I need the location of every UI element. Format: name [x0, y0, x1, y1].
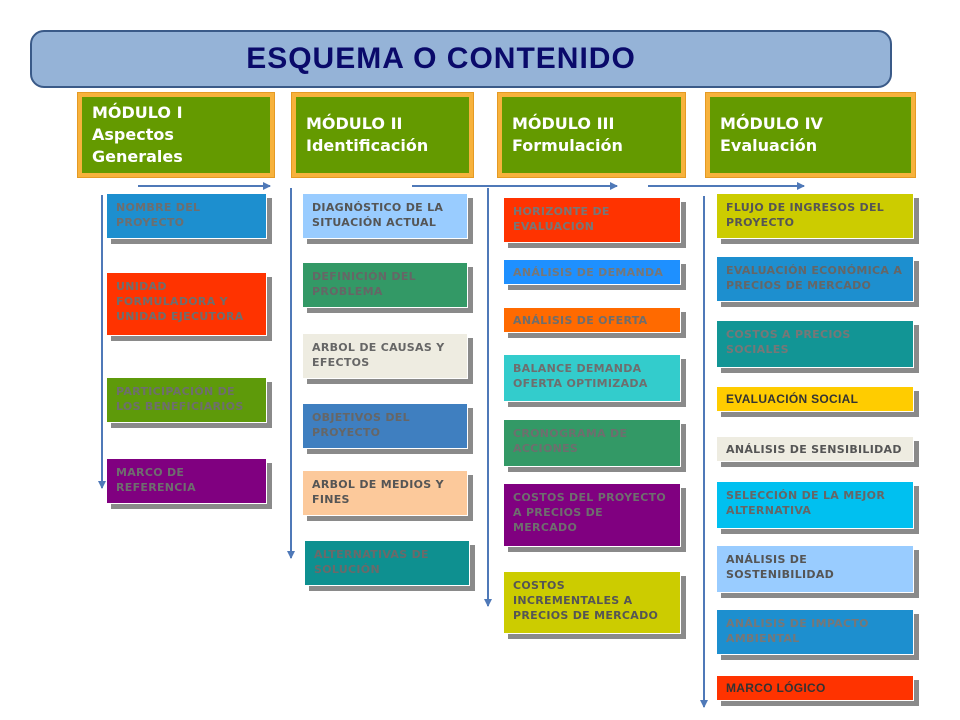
step-marco-logico[interactable]: MARCO LÓGICO [716, 675, 914, 701]
module-2-header[interactable]: MÓDULO II Identificación [291, 92, 474, 178]
step-label: ANÁLISIS DE IMPACTO AMBIENTAL [726, 617, 869, 645]
step-nombre-del-proyecto[interactable]: NOMBRE DEL PROYECTO [106, 193, 267, 239]
step-label: ANÁLISIS DE DEMANDA [513, 265, 664, 279]
step-balance-demanda-oferta[interactable]: BALANCE DEMANDA OFERTA OPTIMIZADA [503, 354, 681, 402]
step-label: PARTICIPACIÓN DE LOS BENEFICIARIOS [116, 385, 244, 413]
step-marco-de-referencia[interactable]: MARCO DE REFERENCIA [106, 458, 267, 504]
step-label: HORIZONTE DE EVALUACIÓN [513, 205, 610, 233]
step-label: ANÁLISIS DE SOSTENIBILIDAD [726, 553, 835, 581]
step-objetivos-del-proyecto[interactable]: OBJETIVOS DEL PROYECTO [302, 403, 468, 449]
step-analisis-de-sostenibilidad[interactable]: ANÁLISIS DE SOSTENIBILIDAD [716, 545, 914, 593]
step-label: OBJETIVOS DEL PROYECTO [312, 411, 410, 439]
module-2-code: MÓDULO II [306, 114, 403, 133]
step-label: DEFINICIÓN DEL PROBLEMA [312, 270, 416, 298]
module-4-name: Evaluación [720, 136, 818, 155]
page-title: ESQUEMA O CONTENIDO [246, 42, 636, 75]
step-participacion-beneficiarios[interactable]: PARTICIPACIÓN DE LOS BENEFICIARIOS [106, 377, 267, 423]
step-label: COSTOS INCREMENTALES A PRECIOS DE MERCAD… [513, 579, 659, 622]
step-label: FLUJO DE INGRESOS DEL PROYECTO [726, 201, 885, 229]
step-label: CRONOGRAMA DE ACCIONES [513, 427, 628, 455]
module-2-name: Identificación [306, 136, 429, 155]
step-label: COSTOS A PRECIOS SOCIALES [726, 328, 851, 356]
step-seleccion-mejor-alternativa[interactable]: SELECCIÓN DE LA MEJOR ALTERNATIVA [716, 481, 914, 529]
step-unidad-formuladora[interactable]: UNIDAD FORMULADORA Y UNIDAD EJECUTORA [106, 272, 267, 336]
step-diagnostico-situacion-actual[interactable]: DIAGNÓSTICO DE LA SITUACIÓN ACTUAL [302, 193, 468, 239]
module-3-code: MÓDULO III [512, 114, 615, 133]
step-alternativas-de-solucion[interactable]: ALTERNATIVAS DE SOLUCIÓN [304, 540, 470, 586]
module-1-name-line2: Generales [92, 147, 183, 166]
step-label: ANÁLISIS DE SENSIBILIDAD [726, 442, 902, 456]
step-analisis-impacto-ambiental[interactable]: ANÁLISIS DE IMPACTO AMBIENTAL [716, 609, 914, 655]
step-label: MARCO DE REFERENCIA [116, 466, 196, 494]
step-definicion-del-problema[interactable]: DEFINICIÓN DEL PROBLEMA [302, 262, 468, 308]
step-analisis-de-demanda[interactable]: ANÁLISIS DE DEMANDA [503, 259, 681, 285]
step-label: MARCO LÓGICO [726, 680, 826, 695]
step-label: EVALUACIÓN ECONÓMICA A PRECIOS DE MERCAD… [726, 264, 903, 292]
module-3-name: Formulación [512, 136, 623, 155]
step-arbol-causas-efectos[interactable]: ARBOL DE CAUSAS Y EFECTOS [302, 333, 468, 379]
step-label: COSTOS DEL PROYECTO A PRECIOS DE MERCADO [513, 491, 667, 534]
step-label: ANÁLISIS DE OFERTA [513, 313, 648, 327]
step-costos-precios-sociales[interactable]: COSTOS A PRECIOS SOCIALES [716, 320, 914, 368]
step-label: ARBOL DE MEDIOS Y FINES [312, 478, 444, 506]
step-flujo-de-ingresos[interactable]: FLUJO DE INGRESOS DEL PROYECTO [716, 193, 914, 239]
step-analisis-de-oferta[interactable]: ANÁLISIS DE OFERTA [503, 307, 681, 333]
step-label: ARBOL DE CAUSAS Y EFECTOS [312, 341, 445, 369]
title-bar: ESQUEMA O CONTENIDO [30, 30, 892, 88]
module-1-code: MÓDULO I [92, 103, 183, 122]
step-label: UNIDAD FORMULADORA Y UNIDAD EJECUTORA [116, 280, 244, 323]
step-costos-incrementales[interactable]: COSTOS INCREMENTALES A PRECIOS DE MERCAD… [503, 571, 681, 634]
module-1-header[interactable]: MÓDULO I Aspectos Generales [77, 92, 275, 178]
module-4-code: MÓDULO IV [720, 114, 823, 133]
module-4-header[interactable]: MÓDULO IV Evaluación [705, 92, 916, 178]
step-label: SELECCIÓN DE LA MEJOR ALTERNATIVA [726, 489, 886, 517]
step-cronograma-de-acciones[interactable]: CRONOGRAMA DE ACCIONES [503, 419, 681, 467]
step-evaluacion-economica[interactable]: EVALUACIÓN ECONÓMICA A PRECIOS DE MERCAD… [716, 256, 914, 302]
step-analisis-de-sensibilidad[interactable]: ANÁLISIS DE SENSIBILIDAD [716, 436, 914, 462]
step-label: EVALUACIÓN SOCIAL [726, 391, 859, 406]
module-3-header[interactable]: MÓDULO III Formulación [497, 92, 686, 178]
step-label: NOMBRE DEL PROYECTO [116, 201, 201, 229]
step-horizonte-de-evaluacion[interactable]: HORIZONTE DE EVALUACIÓN [503, 197, 681, 243]
module-1-name-line1: Aspectos [92, 125, 174, 144]
step-label: BALANCE DEMANDA OFERTA OPTIMIZADA [513, 362, 648, 390]
step-costos-proyecto-precios-mercado[interactable]: COSTOS DEL PROYECTO A PRECIOS DE MERCADO [503, 483, 681, 547]
step-label: ALTERNATIVAS DE SOLUCIÓN [314, 548, 429, 576]
step-label: DIAGNÓSTICO DE LA SITUACIÓN ACTUAL [312, 201, 444, 229]
step-arbol-medios-fines[interactable]: ARBOL DE MEDIOS Y FINES [302, 470, 468, 516]
step-evaluacion-social[interactable]: EVALUACIÓN SOCIAL [716, 386, 914, 412]
